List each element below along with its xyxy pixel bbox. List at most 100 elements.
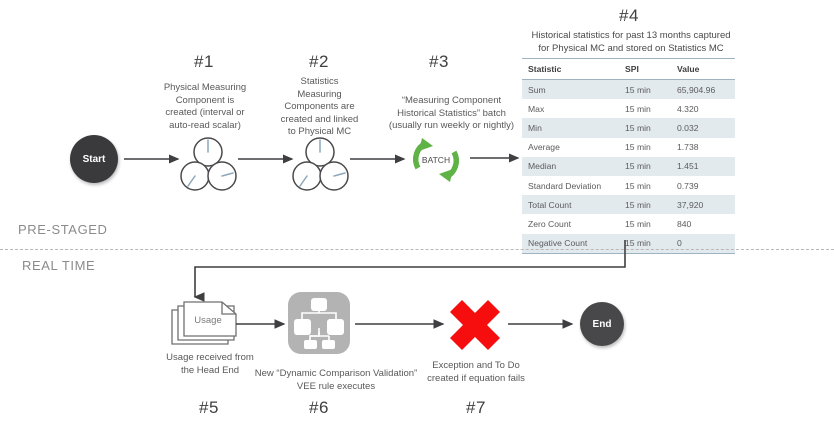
caption-step-7: Exception and To Do created if equation … <box>416 360 536 385</box>
cell-value: 0.739 <box>671 175 735 196</box>
table-row: Zero Count 15 min 840 <box>522 214 735 234</box>
caption-line: New “Dynamic Comparison Validation” <box>254 368 418 379</box>
caption-line: Components are <box>284 101 355 112</box>
step-number-2: #2 <box>309 52 329 71</box>
caption-line: Exception and To Do <box>432 360 520 371</box>
caption-step-6: New “Dynamic Comparison Validation” VEE … <box>246 368 426 393</box>
arrow-usage-to-vee <box>236 319 286 329</box>
cell-value: 1.451 <box>671 156 735 176</box>
cell-spi: 15 min <box>619 214 671 234</box>
cell-statistic: Min <box>522 118 619 138</box>
caption-line: Component is <box>175 94 235 106</box>
column-header-statistic: Statistic <box>522 58 619 80</box>
start-node[interactable]: Start <box>70 135 118 183</box>
arrow-exception-to-end <box>508 319 574 329</box>
table-row: Average 15 min 1.738 <box>522 137 735 157</box>
caption-line: “Measuring Component <box>401 95 502 106</box>
caption-step-2: Statistics Measuring Components are crea… <box>268 76 371 139</box>
caption-line: auto-read scalar) <box>169 119 241 131</box>
table-header-row: Statistic SPI Value <box>522 58 735 80</box>
cell-statistic: Total Count <box>522 195 619 215</box>
cell-value: 0 <box>671 233 735 254</box>
cell-spi: 15 min <box>619 137 671 157</box>
cell-statistic: Zero Count <box>522 214 619 234</box>
cell-statistic: Sum <box>522 79 619 100</box>
arrow-step2-to-batch <box>350 154 406 164</box>
caption-line: created (interval or <box>165 107 245 118</box>
meters-icon-step1 <box>180 137 237 191</box>
caption-line: Usage received from <box>166 352 254 363</box>
start-node-label: Start <box>82 153 106 165</box>
cell-value: 840 <box>671 214 735 234</box>
caption-line: created and linked <box>280 113 359 125</box>
vee-rule-svg <box>288 292 350 354</box>
caption-line: VEE rule executes <box>296 380 376 392</box>
usage-icon-label: Usage <box>194 315 221 326</box>
caption-step-1: Physical Measuring Component is created … <box>150 82 260 132</box>
meters-icon-step2 <box>292 137 349 191</box>
arrow-batch-to-table <box>470 153 520 163</box>
cell-value: 65,904.96 <box>671 79 735 100</box>
cell-spi: 15 min <box>619 118 671 138</box>
caption-step-3: “Measuring Component Historical Statisti… <box>373 95 530 133</box>
table-row: Negative Count 15 min 0 <box>522 233 735 254</box>
cell-spi: 15 min <box>619 195 671 215</box>
caption-line: the Head End <box>180 364 240 376</box>
statistics-table: Statistic SPI Value Sum 15 min 65,904.96… <box>522 58 735 254</box>
table-title: Historical statistics for past 13 months… <box>516 30 746 55</box>
table-title-line: for Physical MC and stored on Statistics… <box>538 42 724 54</box>
usage-documents-icon[interactable]: Usage <box>170 300 250 348</box>
caption-step-5: Usage received from the Head End <box>155 352 265 377</box>
cell-spi: 15 min <box>619 79 671 100</box>
end-node-label: End <box>592 318 612 330</box>
cell-spi: 15 min <box>619 175 671 196</box>
cell-statistic: Max <box>522 99 619 119</box>
phase-divider <box>0 249 834 250</box>
caption-line: created if equation fails <box>427 372 525 384</box>
cell-statistic: Negative Count <box>522 233 619 254</box>
connector-table-to-usage <box>193 240 626 302</box>
step-number-3: #3 <box>429 52 449 71</box>
cell-spi: 15 min <box>619 233 671 254</box>
band-label-pre-staged: PRE-STAGED <box>18 222 108 237</box>
caption-line: Historical Statistics” batch <box>397 107 506 119</box>
band-label-real-time: REAL TIME <box>22 258 96 273</box>
arrow-vee-to-exception <box>355 319 445 329</box>
caption-line: Physical Measuring <box>163 82 247 93</box>
column-header-spi: SPI <box>619 58 671 80</box>
end-node[interactable]: End <box>580 302 624 346</box>
table-title-line: Historical statistics for past 13 months… <box>531 30 731 41</box>
usage-docs-svg: Usage <box>171 301 237 345</box>
cell-statistic: Median <box>522 156 619 176</box>
batch-recycle-icon: BATCH <box>412 138 460 182</box>
table-row: Median 15 min 1.451 <box>522 156 735 176</box>
caption-line: (usually run weekly or nightly) <box>388 120 515 131</box>
caption-line: Statistics <box>300 76 339 87</box>
step-number-7: #7 <box>466 398 486 417</box>
cell-value: 37,920 <box>671 195 735 215</box>
vee-rule-icon[interactable] <box>288 292 350 354</box>
arrow-step1-to-step2 <box>238 154 294 164</box>
statistics-table-wrapper: Statistic SPI Value Sum 15 min 65,904.96… <box>522 58 735 254</box>
caption-line: to Physical MC <box>287 126 352 137</box>
caption-line: Measuring <box>297 88 342 100</box>
arrow-start-to-step1 <box>124 154 180 164</box>
table-row: Total Count 15 min 37,920 <box>522 195 735 215</box>
batch-icon-label: BATCH <box>422 155 450 165</box>
table-row: Standard Deviation 15 min 0.739 <box>522 175 735 196</box>
step-number-1: #1 <box>194 52 214 71</box>
cell-value: 4.320 <box>671 99 735 119</box>
table-row: Min 15 min 0.032 <box>522 118 735 138</box>
cell-spi: 15 min <box>619 99 671 119</box>
step-number-6: #6 <box>309 398 329 417</box>
cell-statistic: Average <box>522 137 619 157</box>
step-number-5: #5 <box>199 398 219 417</box>
cell-statistic: Standard Deviation <box>522 175 619 196</box>
step-number-4: #4 <box>619 6 639 25</box>
cell-value: 0.032 <box>671 118 735 138</box>
column-header-value: Value <box>671 58 735 80</box>
red-x-icon <box>449 299 501 351</box>
table-row: Max 15 min 4.320 <box>522 99 735 119</box>
cell-spi: 15 min <box>619 156 671 176</box>
